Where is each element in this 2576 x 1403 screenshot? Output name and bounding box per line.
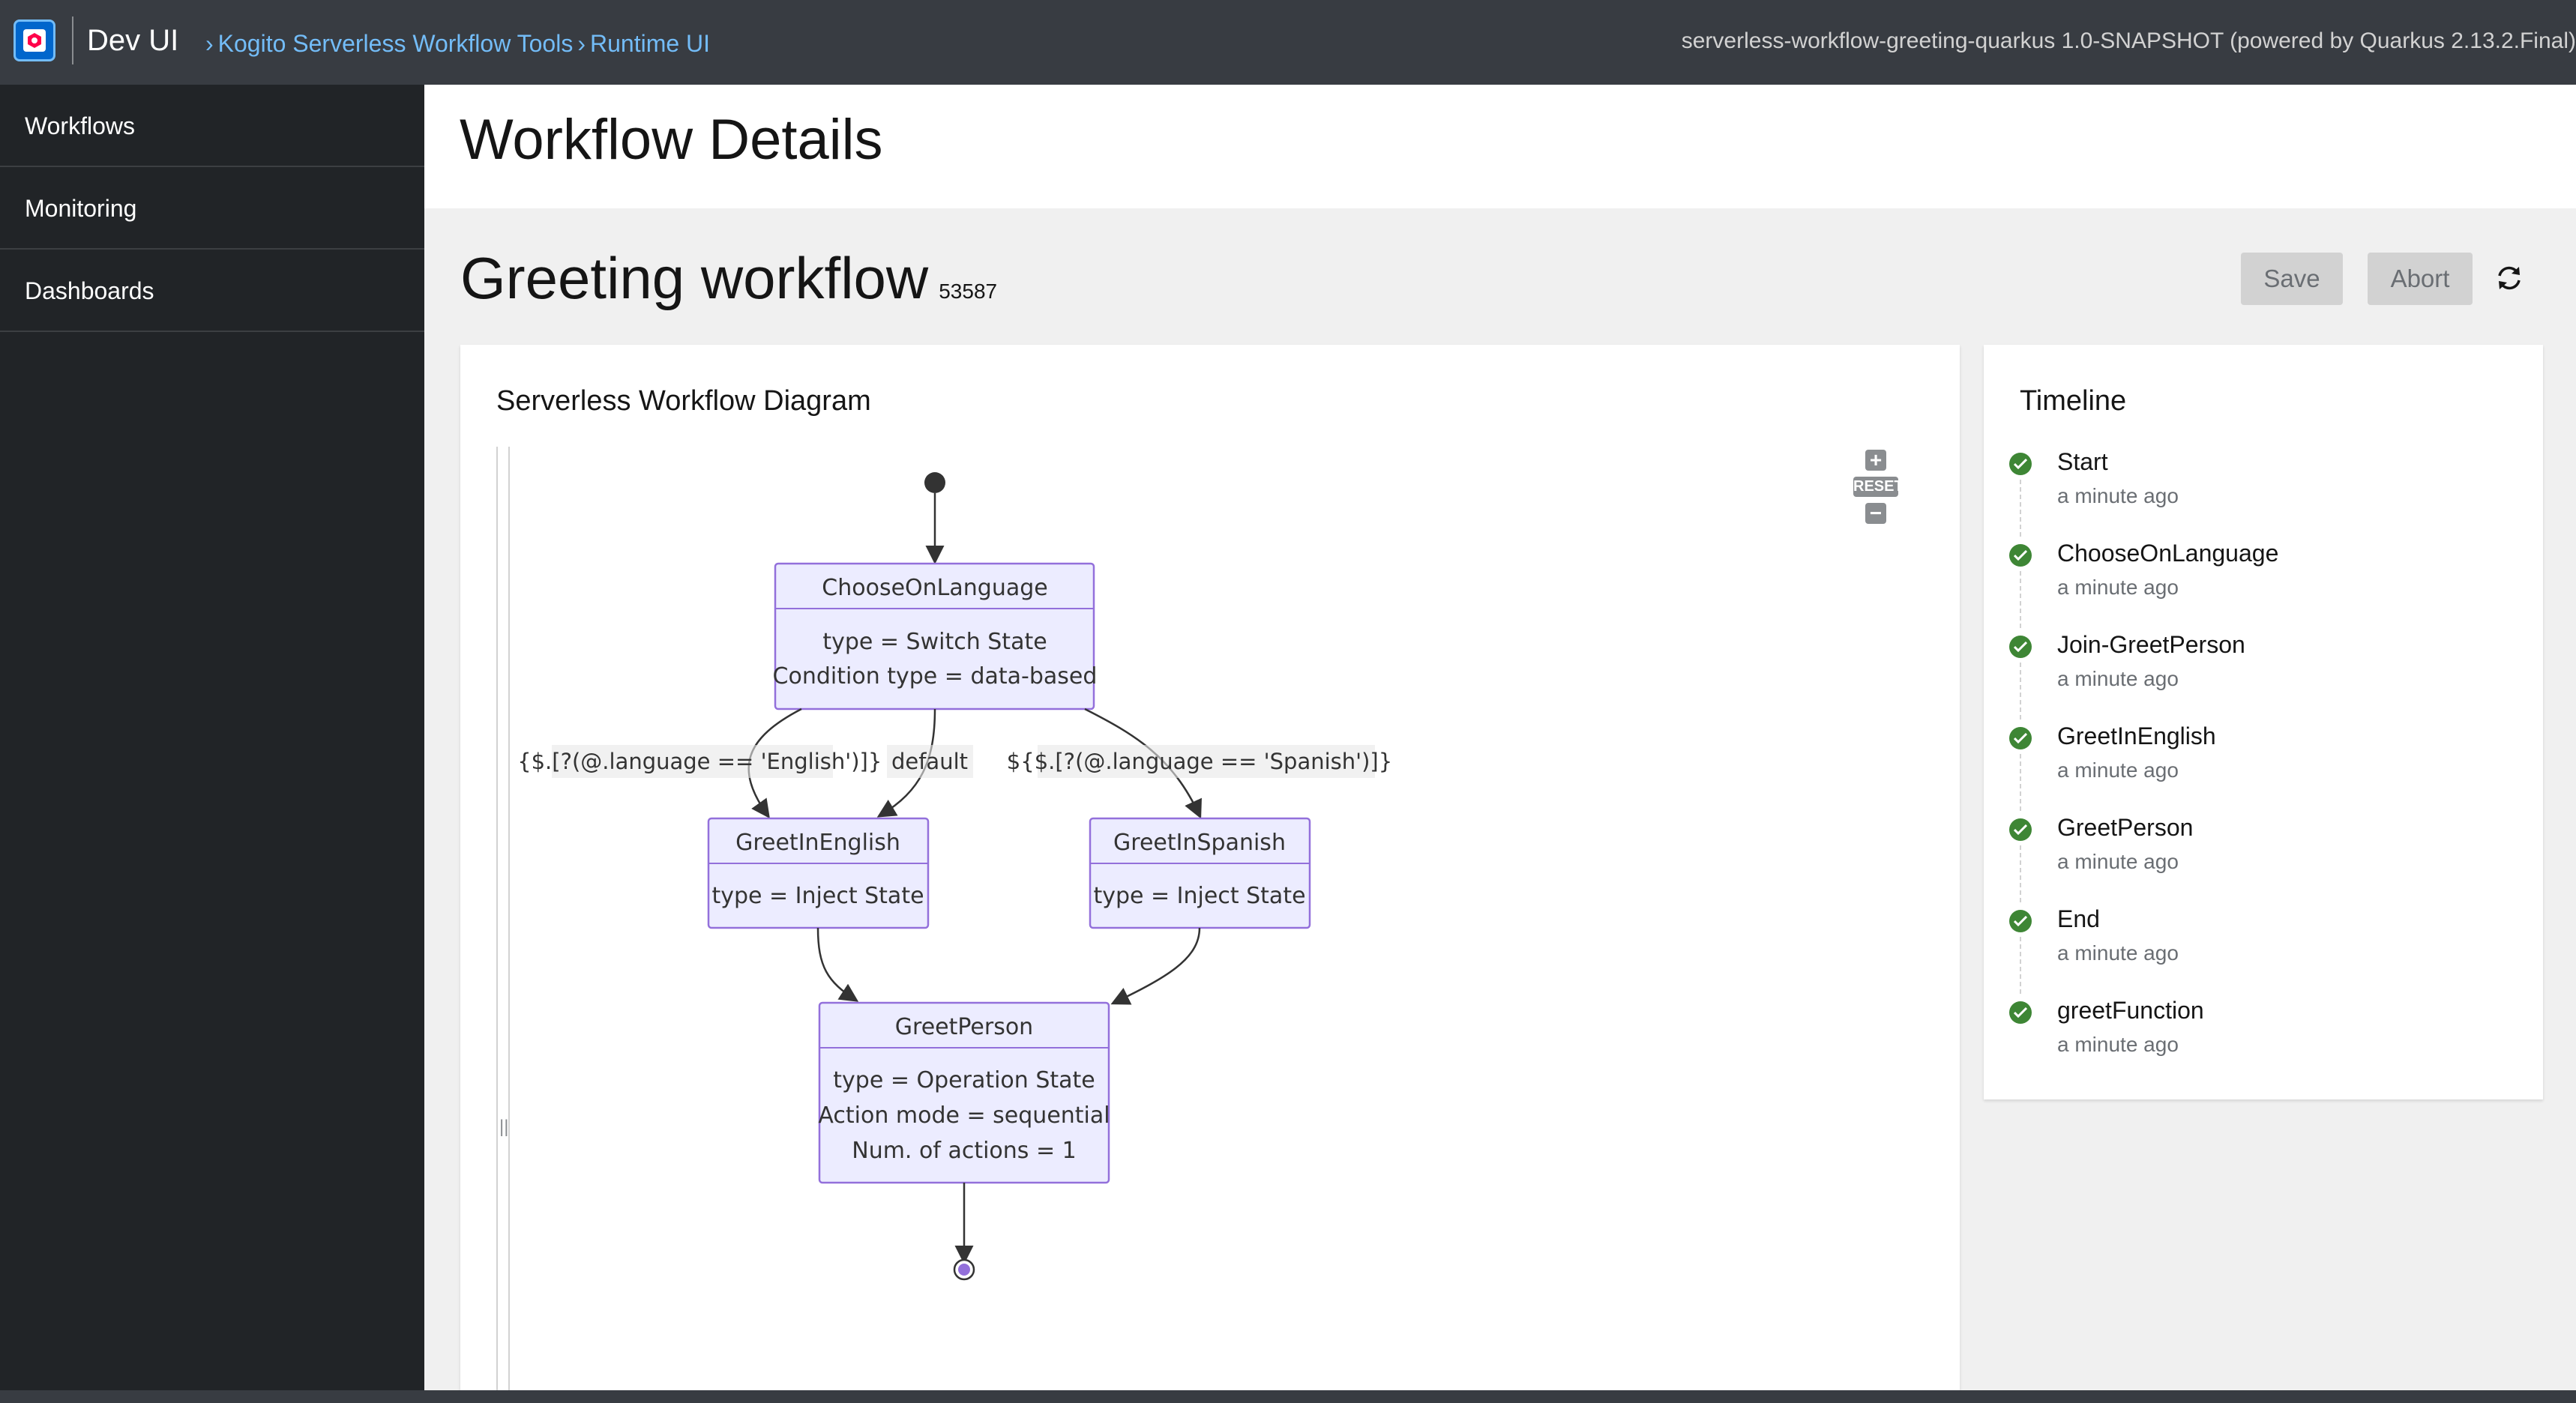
timeline-item-name: Start (2057, 448, 2108, 475)
timeline-connector (2020, 663, 2023, 719)
state-detail: Action mode = sequential (818, 1102, 1110, 1129)
timeline-connector (2020, 480, 2023, 537)
state-node-choose[interactable]: ChooseOnLanguage type = Switch State Con… (773, 562, 1098, 710)
workflow-title: Greeting workflow 53587 (460, 244, 997, 313)
timeline-item-name: greetFunction (2057, 997, 2204, 1024)
workflow-diagram[interactable]: ChooseOnLanguage type = Switch State Con… (520, 450, 1870, 1387)
timeline-connector (2020, 754, 2023, 811)
timeline-item-time: a minute ago (2057, 758, 2179, 782)
timeline-item-time: a minute ago (2057, 576, 2179, 599)
edge-english-person (816, 927, 859, 1002)
diagram-card: Serverless Workflow Diagram || + RESET −… (460, 345, 1960, 1393)
breadcrumb-runtime-ui[interactable]: Runtime UI (589, 30, 711, 57)
workflow-id: 53587 (939, 280, 998, 303)
timeline-item-name: Join-GreetPerson (2057, 631, 2245, 658)
zoom-in-icon[interactable]: + (1865, 450, 1886, 471)
app-version-info: serverless-workflow-greeting-quarkus 1.0… (1681, 28, 2576, 53)
edge-spanish-person (1110, 927, 1201, 1005)
refresh-icon[interactable] (2494, 262, 2525, 294)
timeline-connector (2020, 937, 2023, 994)
breadcrumb: ›Kogito Serverless Workflow Tools›Runtim… (201, 30, 710, 58)
state-detail: type = Switch State (822, 629, 1047, 655)
sidebar-item-monitoring[interactable]: Monitoring (0, 167, 424, 250)
diagram-card-title: Serverless Workflow Diagram (496, 385, 871, 417)
timeline-item-time: a minute ago (2057, 941, 2179, 965)
zoom-reset-button[interactable]: RESET (1853, 477, 1904, 497)
start-node (924, 472, 945, 493)
state-node-spanish[interactable]: GreetInSpanish type = Inject State (1089, 817, 1311, 929)
brand-title[interactable]: Dev UI (87, 24, 179, 57)
check-circle-icon (2009, 818, 2032, 841)
masthead: Dev UI ›Kogito Serverless Workflow Tools… (0, 0, 2576, 85)
timeline-item-time: a minute ago (2057, 667, 2179, 690)
chevron-right-icon: › (205, 30, 214, 57)
edge-label-default: default (891, 749, 968, 774)
timeline-item-name: End (2057, 905, 2100, 932)
page-title: Workflow Details (460, 108, 883, 172)
timeline-connector (2020, 845, 2023, 902)
abort-button[interactable]: Abort (2368, 253, 2473, 305)
check-circle-icon (2009, 1001, 2032, 1024)
zoom-controls: + RESET − (1853, 450, 1904, 524)
sidebar-item-workflows[interactable]: Workflows (0, 85, 424, 167)
check-circle-icon (2009, 453, 2032, 475)
timeline-item-name: GreetInEnglish (2057, 722, 2216, 749)
edge-label-english: ${$.[?(@.language == 'English')]} (520, 749, 882, 774)
state-node-greetperson[interactable]: GreetPerson type = Operation State Actio… (818, 1001, 1110, 1184)
chevron-right-icon: › (577, 30, 586, 57)
timeline-card-title: Timeline (2020, 385, 2127, 417)
state-detail: type = Inject State (1093, 883, 1305, 909)
zoom-out-icon[interactable]: − (1865, 503, 1886, 524)
workflow-name: Greeting workflow (460, 245, 929, 311)
breadcrumb-kogito-tools[interactable]: Kogito Serverless Workflow Tools (217, 30, 574, 57)
check-circle-icon (2009, 727, 2032, 749)
end-node (953, 1258, 975, 1281)
save-button[interactable]: Save (2241, 253, 2343, 305)
state-detail: Condition type = data-based (773, 663, 1098, 690)
page-header: Workflow Details (424, 85, 2576, 208)
timeline-item-name: ChooseOnLanguage (2057, 540, 2279, 567)
state-detail: type = Inject State (711, 883, 924, 909)
sidebar-item-dashboards[interactable]: Dashboards (0, 250, 424, 332)
diagram-panel-border (496, 447, 510, 1393)
check-circle-icon (2009, 636, 2032, 658)
resize-handle-icon[interactable]: || (499, 1117, 509, 1137)
state-name: GreetInSpanish (1113, 830, 1286, 856)
timeline-item-time: a minute ago (2057, 1033, 2179, 1056)
state-detail: Num. of actions = 1 (852, 1138, 1076, 1164)
timeline-card: Timeline Start a minute ago ChooseOnLang… (1984, 345, 2543, 1099)
bottom-bar (0, 1390, 2576, 1403)
state-name: ChooseOnLanguage (822, 575, 1047, 601)
state-node-english[interactable]: GreetInEnglish type = Inject State (707, 817, 930, 929)
timeline-item-time: a minute ago (2057, 850, 2179, 873)
check-circle-icon (2009, 544, 2032, 567)
timeline-connector (2020, 571, 2023, 628)
timeline-item-name: GreetPerson (2057, 814, 2194, 841)
brand-divider (72, 16, 73, 64)
quarkus-logo-icon[interactable] (13, 19, 55, 61)
state-name: GreetInEnglish (735, 830, 900, 856)
edge-label-spanish: ${$.[?(@.language == 'Spanish')]} (1007, 749, 1392, 774)
timeline-item-time: a minute ago (2057, 484, 2179, 507)
sidebar: Workflows Monitoring Dashboards (0, 85, 424, 1390)
check-circle-icon (2009, 910, 2032, 932)
state-name: GreetPerson (895, 1014, 1033, 1040)
state-detail: type = Operation State (833, 1067, 1095, 1093)
